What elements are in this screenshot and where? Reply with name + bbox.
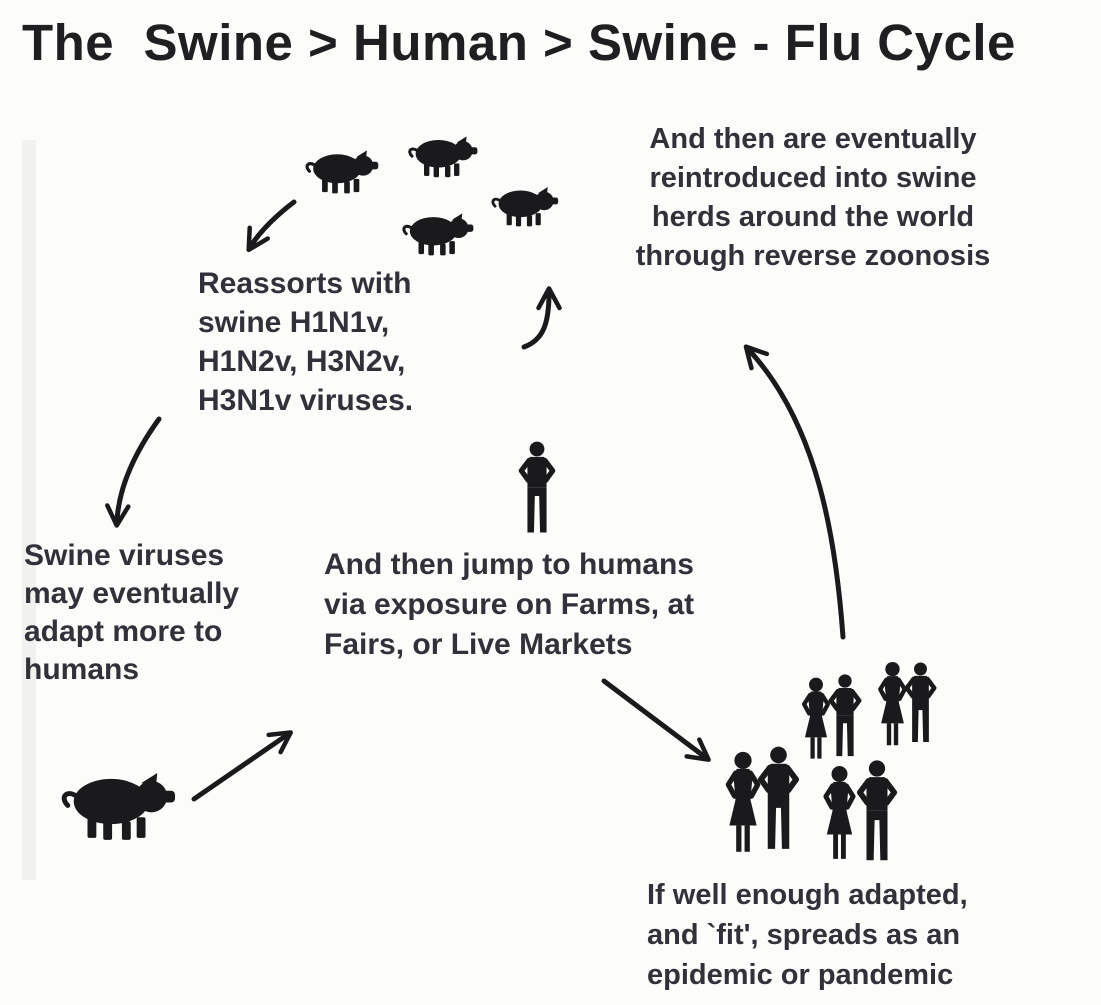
pig-icon [402,211,474,256]
note-line: H1N2v, H3N2v, [198,345,406,378]
spread-note: If well enough adapted, and `fit', sprea… [647,875,968,995]
woman-icon [820,765,859,863]
note-line: If well enough adapted, [647,879,968,911]
jump-note: And then jump to humans via exposure on … [324,545,694,665]
pig-icon [305,148,379,194]
man-icon [756,745,801,855]
pig-icon [491,185,559,227]
note-line: via exposure on Farms, at [324,588,695,621]
pig-icon [58,766,176,841]
note-line: Swine viruses [24,539,225,572]
note-line: may eventually [24,577,240,610]
reintroduced-note: And then are eventually reintroduced int… [597,120,1029,276]
note-line: And then are eventually [649,123,977,155]
note-line: epidemic or pandemic [647,959,954,991]
swine-to-jump-arrow [191,730,293,802]
man-icon [855,759,899,866]
man-icon [517,440,557,538]
note-line: herds around the world [651,201,975,233]
note-line: Reassorts with [198,267,412,300]
note-line: Fairs, or Live Markets [324,628,633,661]
scan-artifact-stripe [22,140,36,880]
note-line: And then jump to humans [324,548,694,581]
man-icon [827,673,863,761]
herd-to-reassorts-arrow [246,199,297,253]
crowd-to-reintroduction-arrow [743,344,846,640]
note-line: humans [24,653,140,686]
diagram-title: The Swine > Human > Swine - Flu Cycle [22,14,1016,71]
note-line: swine H1N1v, [198,306,390,339]
note-line: through reverse zoonosis [635,240,991,272]
jump-to-crowd-arrow [601,678,711,762]
reassorts-to-adapt-arrow [105,416,162,528]
note-line: reintroduced into swine [649,162,977,194]
reassorts-note: Reassorts with swine H1N1v, H1N2v, H3N2v… [198,264,413,420]
man-icon [903,661,938,747]
note-line: adapt more to [24,615,223,648]
adapt-note: Swine viruses may eventually adapt more … [24,537,239,689]
jump-up-to-herd-arrow [521,286,562,350]
pig-icon [408,134,478,178]
note-line: and `fit', spreads as an [647,919,961,951]
note-line: H3N1v viruses. [198,384,414,417]
